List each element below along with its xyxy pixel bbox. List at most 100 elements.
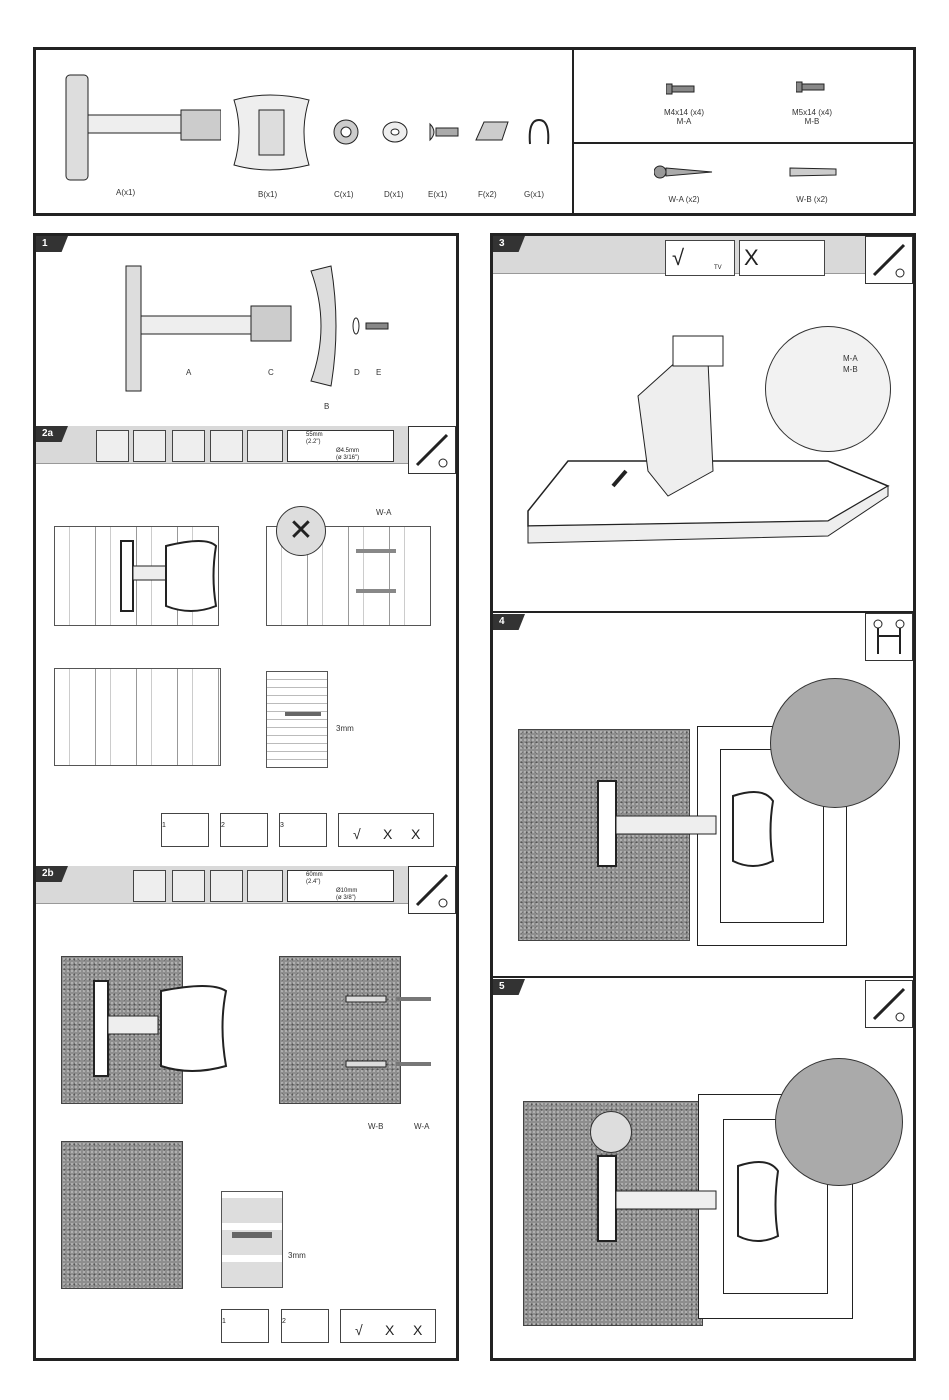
substep-2: 2 xyxy=(220,813,268,847)
part-e-bolt-icon xyxy=(429,122,459,142)
concrete-wall xyxy=(518,729,690,941)
tightening-check-box: √ X X xyxy=(338,813,434,847)
screw-size: M5x14 (x4) xyxy=(791,108,832,117)
check-ok: √ xyxy=(672,245,685,270)
divider xyxy=(493,976,913,978)
wood-wall xyxy=(266,526,431,626)
pencil-icon xyxy=(210,870,243,902)
check-ok: √ xyxy=(355,1322,363,1338)
check-no: X xyxy=(411,826,421,842)
drill-spec-box: 60mm (2.4") Ø10mm (ø 3/8") xyxy=(287,870,394,902)
left-panel: 1 A C D E B 2a 55mm (2.2") Ø4.5mm (ø 3/1… xyxy=(33,233,459,1361)
substep-number: 1 xyxy=(162,822,166,829)
part-label: A(x1) xyxy=(116,188,136,197)
drill-diameter: Ø10mm xyxy=(336,888,358,894)
two-person-lift-icon xyxy=(865,613,913,661)
drill-diameter-inches: (ø 3/8") xyxy=(336,895,356,901)
anchor-gap-detail xyxy=(221,1191,283,1288)
substep-number: 2 xyxy=(282,1318,286,1325)
wood-screw-w-a-icon xyxy=(654,165,713,179)
drill-diameter: Ø4.5mm xyxy=(336,448,360,454)
wrong-orientation-icon: X xyxy=(739,240,825,276)
part-label: G(x1) xyxy=(524,190,544,199)
stud-finder-icon xyxy=(133,430,166,462)
check-no: X xyxy=(744,245,759,270)
screw-code: M-B xyxy=(804,117,820,126)
tv-label: TV xyxy=(714,265,722,271)
check-ok: √ xyxy=(353,826,361,842)
hook-detail-magnifier xyxy=(770,678,900,808)
part-label: B(x1) xyxy=(258,190,278,199)
substep-number: 2 xyxy=(221,822,225,829)
divider xyxy=(574,142,914,144)
tv-back-with-bracket-illustration xyxy=(527,335,890,544)
screw-label: M-A xyxy=(843,354,858,363)
substep-number: 3 xyxy=(280,822,284,829)
anchor-label: W-B xyxy=(368,1122,384,1131)
drill-icon xyxy=(247,430,283,462)
anchors-and-screws-illustration xyxy=(345,995,431,1068)
step1-assembly-illustration xyxy=(125,265,389,392)
no-plug-icon: ✕ xyxy=(276,506,326,556)
part-callout: A xyxy=(186,368,192,377)
wall-mount-arm-illustration xyxy=(597,1155,780,1242)
part-g-clip-icon xyxy=(528,118,550,145)
pencil-icon xyxy=(172,870,205,902)
part-callout: D xyxy=(354,368,360,377)
screw-m-b-icon xyxy=(796,81,825,93)
screw-size: M4x14 (x4) xyxy=(663,108,704,117)
drill-depth-inches: (2.2") xyxy=(306,439,321,445)
step-3-header: 3 √ TV X xyxy=(493,236,913,284)
drill-depth: 60mm xyxy=(306,872,323,878)
correct-orientation-icon: √ TV xyxy=(665,240,735,276)
screw-m-a-icon xyxy=(666,83,695,95)
pencil-icon xyxy=(172,430,205,462)
bracket-on-wall-illustration xyxy=(120,540,218,612)
right-panel: 3 √TV X M-A M-B 4 5 xyxy=(490,233,916,1361)
divider xyxy=(572,50,574,213)
screw-label: W-A xyxy=(376,508,392,517)
drill-depth: 55mm xyxy=(306,432,323,438)
concrete-wall xyxy=(61,1141,183,1289)
substep-1: 1 xyxy=(221,1309,269,1343)
gap-label: 3mm xyxy=(288,1251,306,1260)
part-label: C(x1) xyxy=(334,190,354,199)
parts-list: A(x1) B(x1) C(x1) D(x1) E(x1) F(x2) G(x1… xyxy=(33,47,916,216)
tightening-check-box: √ X X xyxy=(340,1309,436,1343)
part-callout: E xyxy=(376,368,382,377)
screw-size: W-A (x2) xyxy=(668,195,700,204)
part-c-nut-icon xyxy=(333,119,359,145)
substep-number: 1 xyxy=(222,1318,226,1325)
check-no: X xyxy=(383,826,393,842)
part-label: F(x2) xyxy=(478,190,497,199)
bracket-on-concrete-illustration xyxy=(93,980,228,1077)
step-number: 5 xyxy=(493,979,525,995)
screwdriver-icon xyxy=(865,236,913,284)
step-number: 4 xyxy=(493,614,525,630)
wall-plug-w-b-icon xyxy=(789,167,837,177)
divider xyxy=(493,611,913,613)
drill-spec-box: 55mm (2.2") Ø4.5mm (ø 3/16") xyxy=(287,430,394,462)
part-callout: C xyxy=(268,368,274,377)
check-no: X xyxy=(385,1322,395,1338)
part-b-plate-illustration xyxy=(233,94,310,171)
screw-size: W-B (x2) xyxy=(796,195,828,204)
wood-wall-icon xyxy=(96,430,129,462)
wood-wall xyxy=(54,668,221,766)
step-number: 3 xyxy=(493,236,525,252)
pencil-icon xyxy=(210,430,243,462)
step-number: 1 xyxy=(36,236,68,252)
substep-3: 3 xyxy=(279,813,327,847)
screwdriver-icon xyxy=(408,866,456,914)
substep-1: 1 xyxy=(161,813,209,847)
screw-code: M-A xyxy=(676,117,692,126)
part-d-washer-icon xyxy=(382,121,408,143)
check-no: X xyxy=(413,1322,423,1338)
part-callout: B xyxy=(324,402,330,411)
screwdriver-icon xyxy=(865,980,913,1028)
step-number: 2b xyxy=(36,866,68,882)
tighten-detail-magnifier xyxy=(775,1058,903,1186)
step-2b-header: 2b 60mm (2.4") Ø10mm (ø 3/8") xyxy=(36,866,456,914)
step-2a-header: 2a 55mm (2.2") Ø4.5mm (ø 3/16") xyxy=(36,426,456,474)
drill-diameter-inches: (ø 3/16") xyxy=(336,455,360,461)
